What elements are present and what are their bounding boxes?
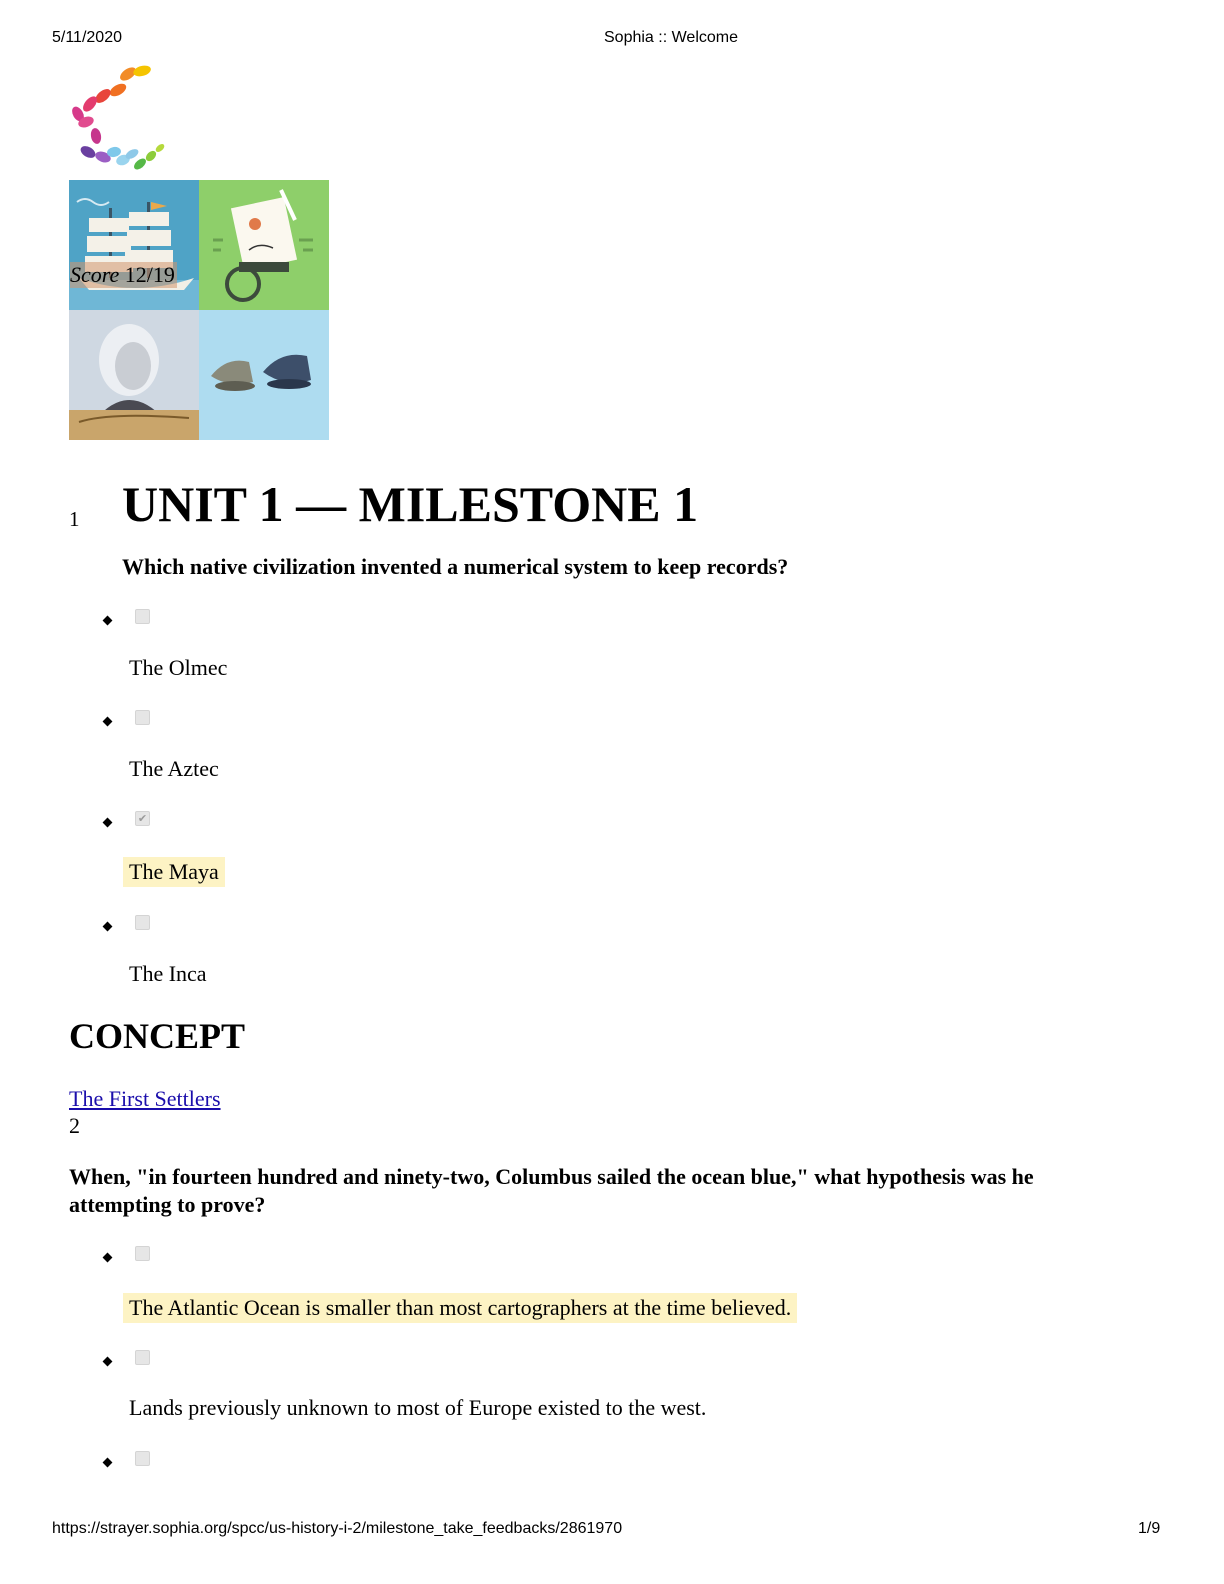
bullet-icon — [102, 817, 113, 828]
answer-option-selected: The Maya — [123, 857, 225, 887]
bullet-icon — [102, 1252, 113, 1263]
question-number: 2 — [69, 1113, 80, 1138]
question-text: Which native civilization invented a num… — [122, 554, 789, 579]
answer-checkbox[interactable] — [135, 915, 150, 930]
question-text-line-1: When, "in fourteen hundred and ninety-tw… — [69, 1164, 1034, 1189]
print-url: https://strayer.sophia.org/spcc/us-histo… — [52, 1520, 623, 1537]
answer-checkbox[interactable] — [135, 1350, 150, 1365]
answer-option: The Olmec — [129, 655, 228, 680]
bullet-icon — [102, 921, 113, 932]
print-date: 5/11/2020 — [52, 29, 122, 46]
score-value: 12/19 — [124, 262, 175, 287]
checkmark-icon: ✔ — [137, 812, 148, 825]
concept-heading: CONCEPT — [69, 1016, 246, 1056]
score-display: Score 12/19 — [70, 262, 177, 288]
answer-option: The Inca — [129, 961, 207, 986]
answer-option-highlighted: The Atlantic Ocean is smaller than most … — [123, 1293, 798, 1323]
answer-option: The Aztec — [129, 756, 219, 781]
answer-option: Lands previously unknown to most of Euro… — [129, 1395, 707, 1420]
answer-checkbox[interactable] — [135, 1246, 150, 1261]
answer-checkbox-checked[interactable]: ✔ — [135, 811, 150, 826]
answer-checkbox[interactable] — [135, 609, 150, 624]
score-label: Score — [70, 262, 120, 287]
answer-checkbox[interactable] — [135, 1451, 150, 1466]
sophia-logo-icon — [72, 65, 165, 170]
concept-link[interactable]: The First Settlers — [69, 1086, 221, 1111]
washington-illustration — [69, 310, 199, 440]
caps-illustration — [199, 310, 329, 440]
ships-illustration — [69, 180, 199, 310]
print-page-title: Sophia :: Welcome — [604, 29, 738, 46]
bullet-icon — [102, 716, 113, 727]
bullet-icon — [102, 615, 113, 626]
answer-checkbox[interactable] — [135, 710, 150, 725]
bullet-icon — [102, 1356, 113, 1367]
question-number: 1 — [69, 507, 80, 531]
course-image — [69, 180, 329, 440]
print-page-indicator: 1/9 — [1138, 1520, 1161, 1537]
milestone-title: UNIT 1 — MILESTONE 1 — [122, 476, 699, 532]
declaration-illustration — [199, 180, 329, 310]
bullet-icon — [102, 1457, 113, 1468]
question-text-line-2: attempting to prove? — [69, 1192, 266, 1217]
